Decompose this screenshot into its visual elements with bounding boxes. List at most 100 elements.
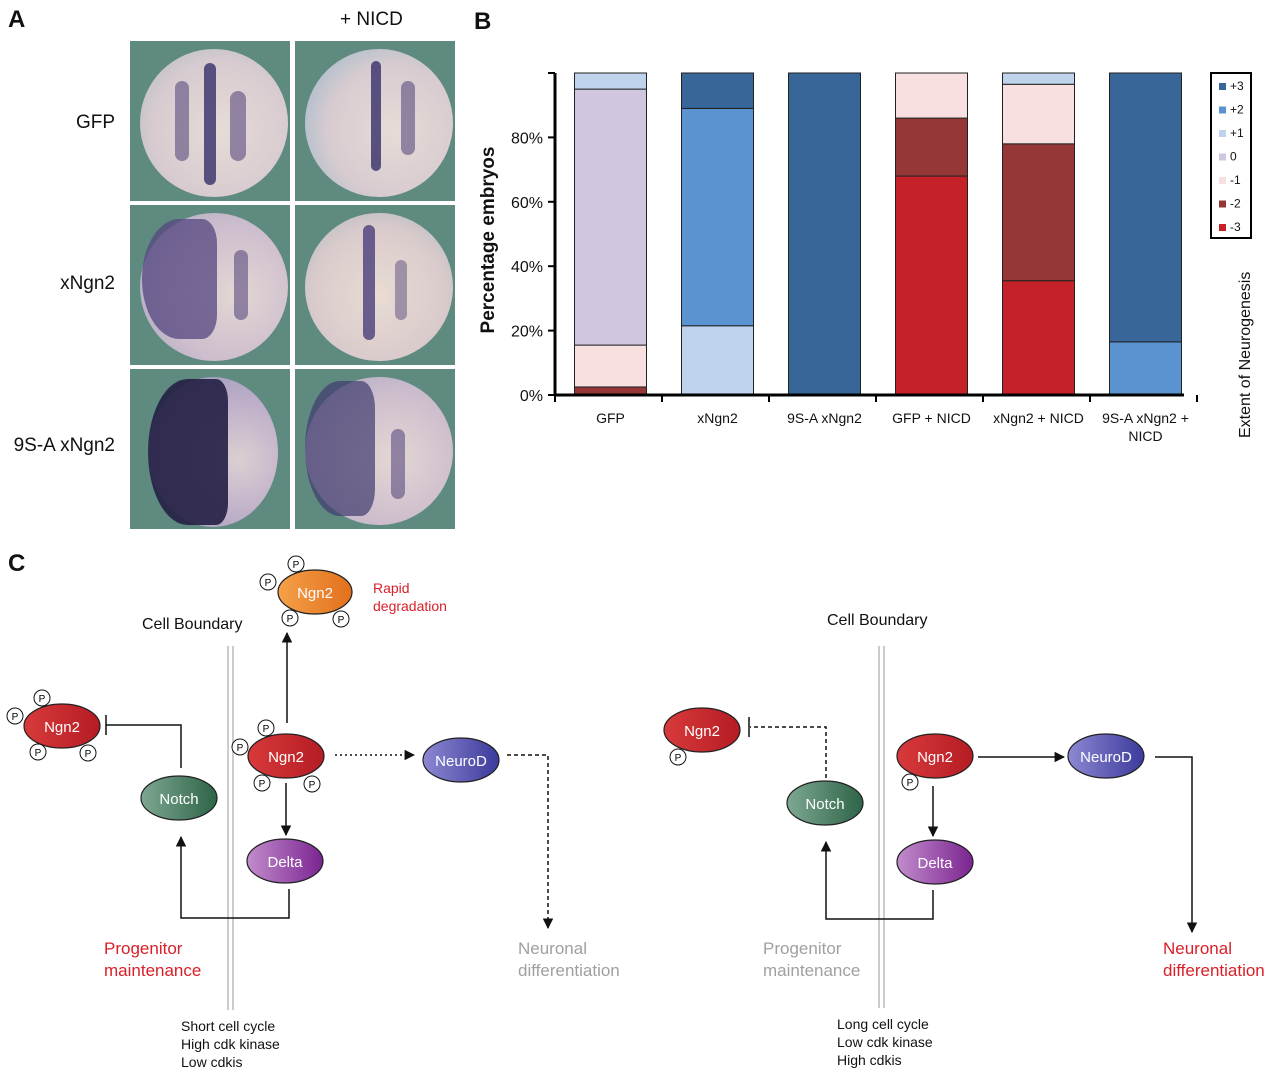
legend-label: 0 xyxy=(1230,150,1237,164)
progenitor-maintenance-label-right-2: maintenance xyxy=(763,961,860,980)
legend-swatch xyxy=(1219,224,1226,231)
x-tick-label: GFP + NICD xyxy=(892,410,971,426)
svg-text:NeuroD: NeuroD xyxy=(1080,749,1132,766)
svg-text:Notch: Notch xyxy=(159,791,198,808)
bar-segment-plus3-2 xyxy=(788,72,861,396)
arrow-delta-to-notch-left xyxy=(175,835,290,919)
embryo-image-9sa-xngn2-nicd xyxy=(295,369,455,529)
svg-text:P: P xyxy=(85,749,92,760)
legend-label: +3 xyxy=(1230,79,1244,93)
condition-right-1: Long cell cycle xyxy=(837,1016,929,1032)
legend-swatch xyxy=(1219,83,1226,90)
embryo-image-gfp-nicd xyxy=(295,41,455,201)
phospho-group-degraded: P P P P xyxy=(259,555,350,628)
svg-text:Ngn2: Ngn2 xyxy=(268,749,304,766)
y-ticks-group: 0%20%40%60%80% xyxy=(511,72,555,405)
phospho-group-inhibited: P P P P xyxy=(6,689,97,762)
condition-left-1: Short cell cycle xyxy=(181,1018,275,1034)
bar-segment-minus1-4 xyxy=(1002,83,1075,145)
row-label-xngn2: xNgn2 xyxy=(60,273,115,294)
arrow-neurod-to-differentiation-right xyxy=(1155,756,1198,934)
svg-text:Ngn2: Ngn2 xyxy=(684,723,720,740)
notch-node-right: Notch xyxy=(786,780,864,826)
legend-label: +1 xyxy=(1230,126,1244,140)
svg-text:Notch: Notch xyxy=(805,796,844,813)
bar-segment-plus2-1 xyxy=(681,107,754,327)
panel-c-letter: C xyxy=(8,550,26,577)
x-tick-label: xNgn2 xyxy=(697,410,738,426)
notch-node-left: Notch xyxy=(140,775,218,821)
bar-segment-plus2-5 xyxy=(1109,341,1182,396)
legend-label: -1 xyxy=(1230,173,1241,187)
panel-b-letter: B xyxy=(474,8,492,35)
legend-box xyxy=(1210,72,1252,239)
legend-swatch xyxy=(1219,177,1226,184)
svg-text:Ngn2: Ngn2 xyxy=(44,719,80,736)
legend-swatch xyxy=(1219,153,1226,161)
bar-segment-plus1-1 xyxy=(681,325,754,396)
svg-text:P: P xyxy=(338,615,345,626)
delta-node-right: Delta xyxy=(896,839,974,885)
svg-text:NeuroD: NeuroD xyxy=(435,753,487,770)
y-tick-label: 80% xyxy=(511,130,543,147)
y-tick-label: 20% xyxy=(511,324,543,341)
ngn2-inhibited-node-right: Ngn2 xyxy=(663,707,741,753)
panel-a-letter: A xyxy=(8,6,26,33)
notch-inhibits-ngn2-line xyxy=(106,724,182,768)
bar-segment-minus1-3 xyxy=(895,72,968,119)
rapid-degradation-label-2: degradation xyxy=(373,598,447,614)
legend-label: +2 xyxy=(1230,103,1244,117)
progenitor-maintenance-label-left-1: Progenitor xyxy=(104,939,183,958)
bar-segment-plus1-0 xyxy=(574,72,647,90)
svg-text:P: P xyxy=(39,694,46,705)
phospho-group-center-left: P P P P xyxy=(231,719,321,793)
x-tick-label: 9S-A xNgn2 xyxy=(787,410,862,426)
bar-segment-minus3-3 xyxy=(895,175,968,396)
row-label-9sa-xngn2: 9S-A xNgn2 xyxy=(13,435,115,456)
svg-text:P: P xyxy=(12,712,19,723)
legend-label: -2 xyxy=(1230,197,1241,211)
neuronal-differentiation-label-right-1: Neuronal xyxy=(1163,939,1232,958)
progenitor-maintenance-label-left-2: maintenance xyxy=(104,961,201,980)
bar-segment-minus2-4 xyxy=(1002,143,1075,282)
nicd-column-header: + NICD xyxy=(340,9,403,30)
embryo-image-xngn2-nicd xyxy=(295,205,455,365)
dashed-arrow-neurod-to-differentiation-left xyxy=(507,754,554,930)
y-tick-label: 0% xyxy=(520,388,543,405)
svg-text:P: P xyxy=(675,753,682,764)
svg-text:P: P xyxy=(309,780,316,791)
legend-swatch xyxy=(1219,130,1226,137)
x-tick-label: NICD xyxy=(1128,428,1162,444)
bar-segment-minus2-3 xyxy=(895,117,968,177)
x-tick-label: xNgn2 + NICD xyxy=(993,410,1084,426)
legend-swatch xyxy=(1219,106,1226,114)
neuronal-differentiation-label-left-1: Neuronal xyxy=(518,939,587,958)
bar-segment-0-0 xyxy=(574,88,647,346)
ngn2-degraded-node: Ngn2 xyxy=(277,569,353,615)
y-tick-label: 40% xyxy=(511,259,543,276)
embryo-image-9sa-xngn2 xyxy=(130,369,290,529)
svg-text:P: P xyxy=(259,779,266,790)
svg-text:P: P xyxy=(35,748,42,759)
dashed-notch-inhibits-ngn2-right xyxy=(750,726,827,785)
svg-text:P: P xyxy=(293,560,300,571)
bar-segment-plus3-1 xyxy=(681,72,754,109)
neurod-node-left: NeuroD xyxy=(422,737,500,783)
neurod-node-right: NeuroD xyxy=(1067,733,1145,779)
ngn2-center-node-right: Ngn2 xyxy=(896,733,974,779)
neuronal-differentiation-label-right-2: differentiation xyxy=(1163,961,1265,980)
condition-left-3: Low cdkis xyxy=(181,1054,242,1070)
phospho-group-center-right: P xyxy=(901,773,919,791)
progenitor-maintenance-label-right-1: Progenitor xyxy=(763,939,842,958)
row-label-gfp: GFP xyxy=(75,112,115,133)
bar-segment-minus3-4 xyxy=(1002,280,1075,396)
bars-group xyxy=(574,72,1182,396)
svg-text:Delta: Delta xyxy=(917,855,953,872)
embryo-image-xngn2 xyxy=(130,205,290,365)
neuronal-differentiation-label-left-2: differentiation xyxy=(518,961,620,980)
bar-segment-minus1-0 xyxy=(574,344,647,388)
svg-text:Delta: Delta xyxy=(267,854,303,871)
legend-label: -3 xyxy=(1230,220,1241,234)
